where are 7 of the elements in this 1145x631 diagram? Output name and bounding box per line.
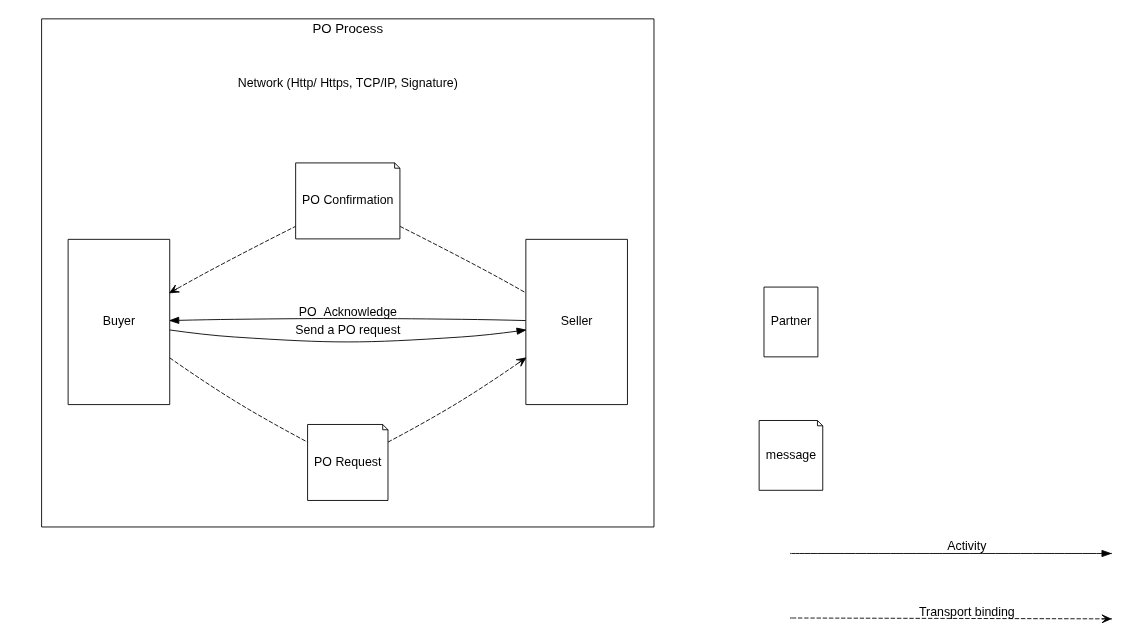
legend-label: Activity (946, 539, 986, 554)
legend-label: message (765, 447, 816, 462)
legend-label: Partner (770, 314, 811, 329)
edge-label: Send a PO request (294, 322, 400, 337)
legend-label: Transport binding (918, 604, 1015, 619)
label: Network (Http/ Https, TCP/IP, Signature) (237, 75, 458, 90)
edge-label: PO Acknowledge (298, 304, 397, 319)
